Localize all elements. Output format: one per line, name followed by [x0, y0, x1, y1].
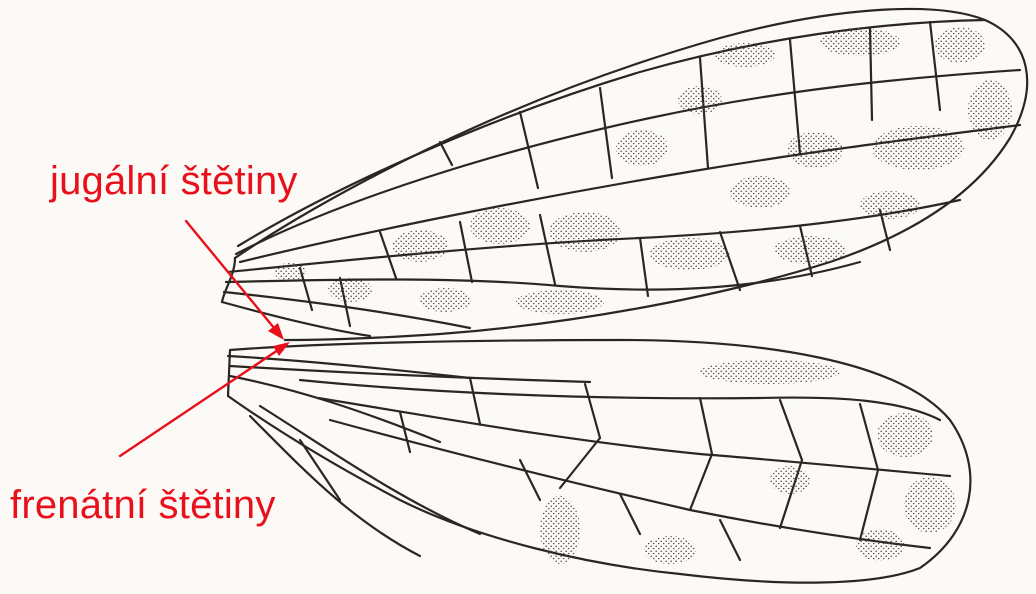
frenate-bristles-label: frenátní štětiny — [10, 485, 276, 525]
jugal-bristles-label: jugální štětiny — [50, 161, 298, 201]
